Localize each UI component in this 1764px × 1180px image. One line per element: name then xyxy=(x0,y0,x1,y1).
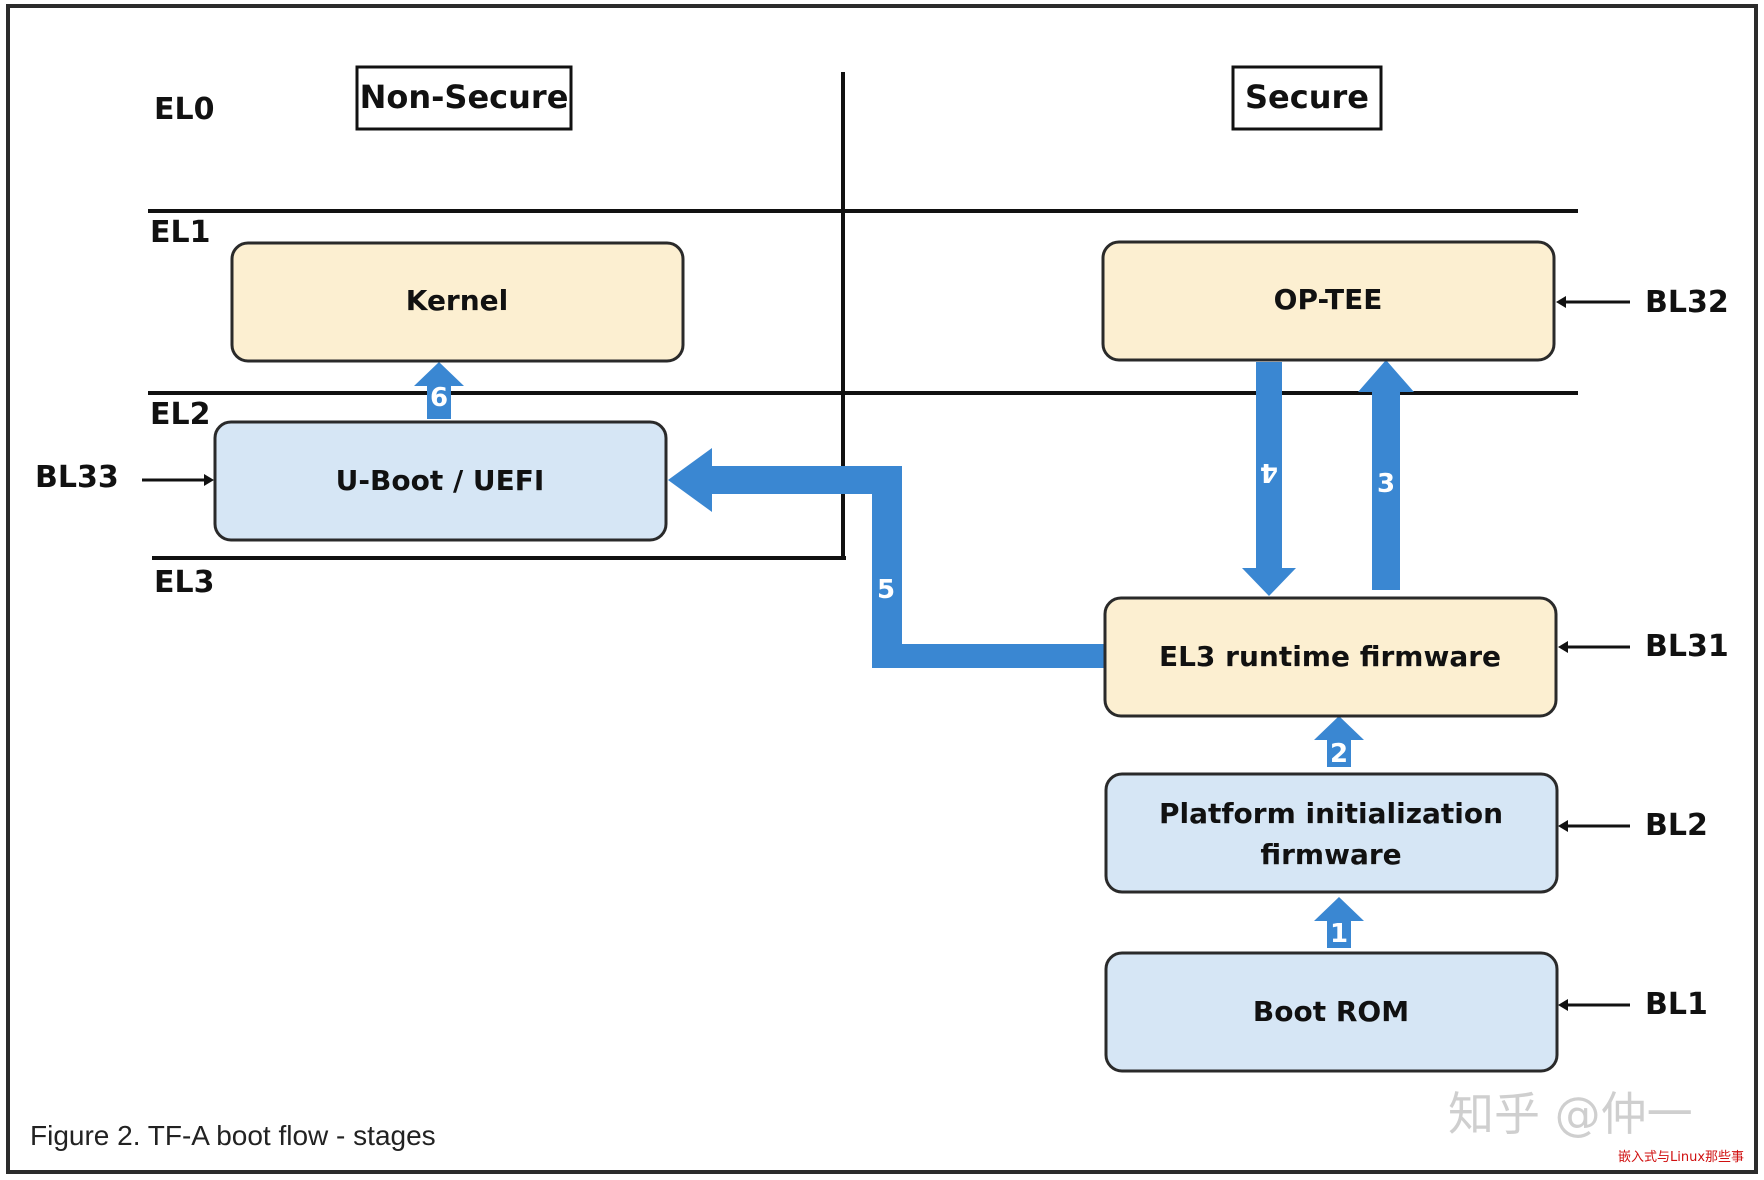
bl32-label: BL32 xyxy=(1645,285,1729,320)
figure-caption: Figure 2. TF-A boot flow - stages xyxy=(30,1120,436,1151)
arrow-step-5 xyxy=(668,448,1106,668)
step-6-label: 6 xyxy=(430,383,448,413)
el3-runtime-label: EL3 runtime firmware xyxy=(1159,640,1501,673)
step-4-label: 4 xyxy=(1260,457,1278,487)
el3-label: EL3 xyxy=(154,565,214,600)
watermark-sub: 嵌入式与Linux那些事 xyxy=(1618,1150,1744,1165)
el0-label: EL0 xyxy=(154,92,214,127)
kernel-label: Kernel xyxy=(406,284,509,317)
watermark-main: 知乎 @仲一 xyxy=(1448,1087,1693,1141)
uboot-box xyxy=(213,420,668,542)
secure-header: Secure xyxy=(1245,78,1369,116)
bl33-pointer xyxy=(142,474,214,486)
bl32-pointer xyxy=(1556,296,1630,308)
optee-label: OP-TEE xyxy=(1274,283,1383,316)
kernel-box xyxy=(230,241,685,363)
bl33-label: BL33 xyxy=(35,460,119,495)
platform-init-label-line2: firmware xyxy=(1260,838,1401,871)
optee-box xyxy=(1101,240,1556,362)
bl2-label: BL2 xyxy=(1645,808,1708,843)
el3-runtime-box xyxy=(1103,596,1558,718)
el1-label: EL1 xyxy=(150,215,210,250)
arrow-step-6 xyxy=(414,362,464,419)
non-secure-header: Non-Secure xyxy=(360,78,569,116)
boot-rom-label: Boot ROM xyxy=(1253,995,1409,1028)
secure-header-box xyxy=(1231,65,1383,131)
step-5-label: 5 xyxy=(877,575,895,605)
bl1-label: BL1 xyxy=(1645,987,1708,1022)
step-1-label: 1 xyxy=(1330,919,1348,949)
step-3-label: 3 xyxy=(1377,469,1395,499)
arrow-step-4 xyxy=(1242,362,1296,596)
bl2-pointer xyxy=(1558,820,1630,832)
arrow-step-3 xyxy=(1358,360,1414,590)
platform-init-label-line1: Platform initialization xyxy=(1159,797,1503,830)
non-secure-header-box xyxy=(355,65,573,131)
bl1-pointer xyxy=(1558,999,1630,1011)
platform-init-box xyxy=(1104,772,1559,894)
bl31-label: BL31 xyxy=(1645,629,1729,664)
arrow-step-1 xyxy=(1314,897,1364,948)
uboot-label: U-Boot / UEFI xyxy=(336,464,545,497)
el2-label: EL2 xyxy=(150,397,210,432)
arrow-step-2 xyxy=(1314,716,1364,767)
step-2-label: 2 xyxy=(1330,739,1348,769)
boot-rom-box xyxy=(1104,951,1559,1073)
bl31-pointer xyxy=(1558,641,1630,653)
